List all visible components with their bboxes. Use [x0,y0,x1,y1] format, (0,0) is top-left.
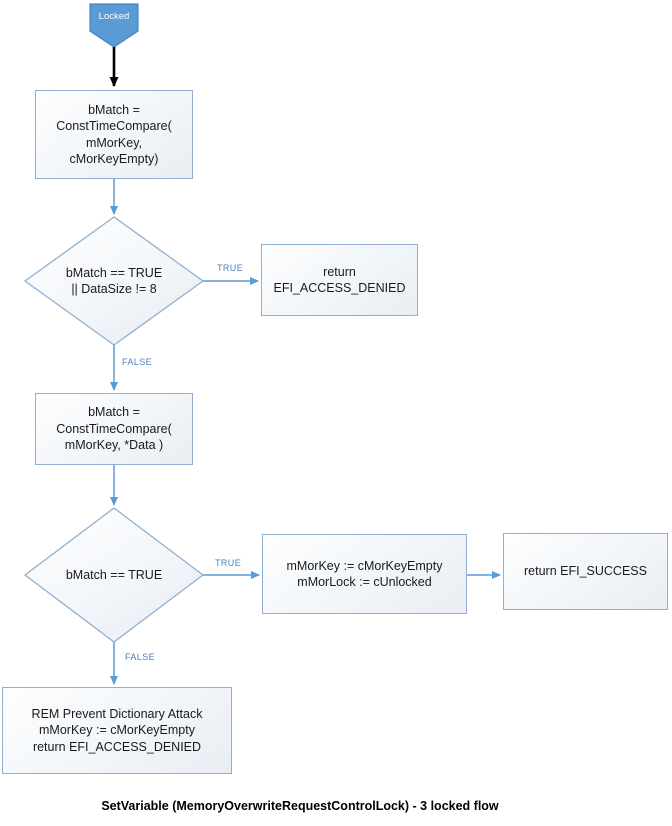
decision1-shape [23,216,205,346]
terminal-dictionary-attack-line: mMorKey := cMorKeyEmpty [39,723,195,738]
decision-bmatch-true-line: bMatch == TRUE [65,567,163,582]
branch-label-true-1: TRUE [217,263,244,273]
start-node-label: Locked [98,11,130,22]
process-compare-empty: bMatch = ConstTimeCompare( mMorKey, cMor… [35,90,193,179]
terminal-dictionary-attack-line: return EFI_ACCESS_DENIED [32,739,202,754]
decision2-shape [23,507,205,643]
process-compare-empty-line: bMatch = [88,102,140,117]
terminal-success: return EFI_SUCCESS [503,533,668,610]
decision-bmatch-or-datasize-line: || DataSize != 8 [71,282,157,296]
process-compare-data-line: bMatch = [88,405,140,420]
process-compare-empty-line: mMorKey, [85,135,143,150]
terminal-dictionary-attack: REM Prevent Dictionary Attack mMorKey :=… [2,687,232,774]
decision-bmatch-or-datasize-line: bMatch == TRUE [65,265,163,280]
process-compare-data-line: mMorKey, *Data ) [64,438,164,453]
terminal-success-line: return EFI_SUCCESS [524,564,647,579]
branch-label-false-1: FALSE [122,357,153,367]
process-compare-empty-line: cMorKeyEmpty) [69,152,159,166]
terminal-access-denied-1-line: return [323,264,356,279]
process-unlock-actions-line: mMorKey := cMorKeyEmpty [286,558,443,573]
process-unlock-actions: mMorKey := cMorKeyEmpty mMorLock := cUnl… [262,534,467,614]
process-compare-data: bMatch = ConstTimeCompare( mMorKey, *Dat… [35,393,193,465]
branch-label-true-2: TRUE [215,558,242,568]
terminal-dictionary-attack-line: REM Prevent Dictionary Attack [31,706,203,721]
branch-label-false-2: FALSE [125,652,156,662]
decision-bmatch-or-datasize: bMatch == TRUE || DataSize != 8 [40,252,188,310]
terminal-access-denied-1-line: EFI_ACCESS_DENIED [273,281,406,295]
start-node-shape [89,3,139,48]
process-unlock-actions-line: mMorLock := cUnlocked [297,575,432,589]
process-compare-data-line: ConstTimeCompare( [56,421,172,436]
decision-bmatch-true: bMatch == TRUE [40,560,188,590]
process-compare-empty-line: ConstTimeCompare( [56,119,172,133]
terminal-access-denied-1: return EFI_ACCESS_DENIED [261,244,418,316]
diagram-caption: SetVariable (MemoryOverwriteRequestContr… [101,799,499,813]
